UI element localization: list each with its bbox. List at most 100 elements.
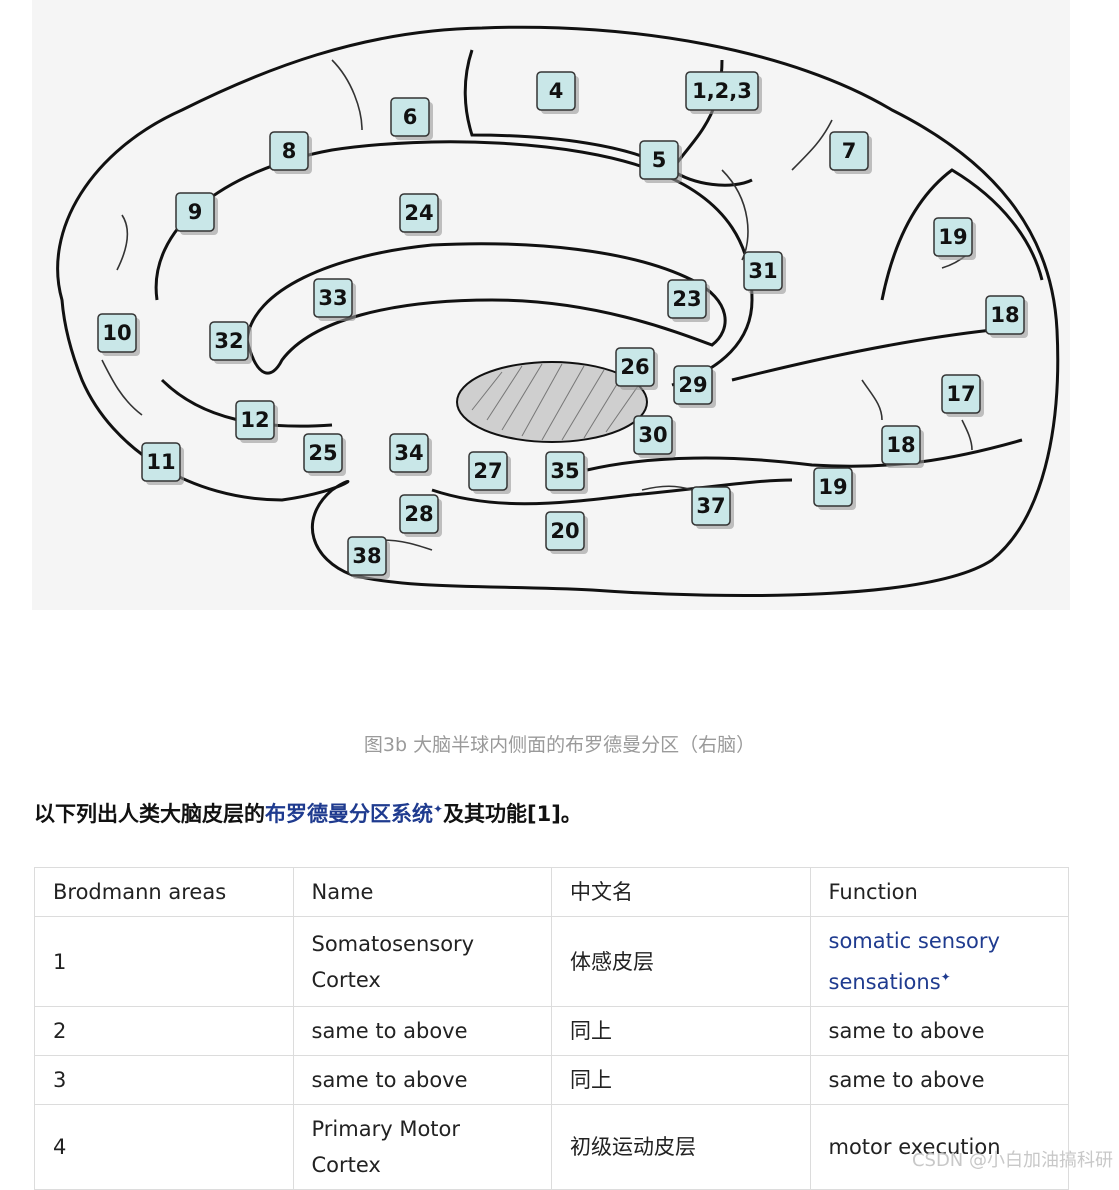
area-label-33: 33 [314,279,356,321]
label-text: 35 [550,459,579,483]
cell-function: same to above [810,1007,1069,1056]
cell-zh: 初级运动皮层 [552,1105,811,1190]
brodmann-table: Brodmann areas Name 中文名 Function 1 Somat… [34,867,1069,1190]
label-text: 19 [938,225,967,249]
label-text: 37 [696,494,725,518]
label-text: 27 [473,459,502,483]
cell-name: Primary Motor Cortex [293,1105,552,1190]
label-text: 10 [102,321,131,345]
label-text: 5 [652,148,667,172]
area-label-31: 31 [744,252,786,294]
intro-before: 以下列出人类大脑皮层的 [34,802,265,826]
area-label-35: 35 [546,452,588,494]
header-name: Name [293,868,552,917]
area-label-17: 17 [942,375,984,417]
cell-function: somatic sensory sensations✦ [810,917,1069,1007]
label-text: 29 [678,373,707,397]
area-label-32: 32 [210,322,252,364]
brodmann-system-link[interactable]: 布罗德曼分区系统✦ [265,802,443,826]
cell-function: same to above [810,1056,1069,1105]
table-header-row: Brodmann areas Name 中文名 Function [35,868,1069,917]
area-label-27: 27 [469,452,511,494]
sulcus-lines [465,50,752,185]
label-text: 17 [946,382,975,406]
label-text: 30 [638,423,667,447]
label-text: 4 [549,79,564,103]
cell-area: 4 [35,1105,294,1190]
area-label-4: 4 [537,72,579,114]
function-link-text: somatic sensory sensations [829,929,1000,994]
sparkle-icon: ✦ [941,970,951,984]
label-text: 25 [308,441,337,465]
label-text: 24 [404,201,433,225]
table-row: 3 same to above 同上 same to above [35,1056,1069,1105]
area-label-20: 20 [546,512,588,554]
label-text: 6 [403,105,418,129]
cell-name: Somatosensory Cortex [293,917,552,1007]
label-text: 18 [990,303,1019,327]
area-label-38: 38 [348,537,390,579]
area-label-5: 5 [640,141,682,183]
label-text: 20 [550,519,579,543]
label-text: 34 [394,441,423,465]
area-label-25: 25 [304,434,346,476]
area-label-34: 34 [390,434,432,476]
area-label-29: 29 [674,366,716,408]
area-label-30: 30 [634,416,676,458]
table-row: 1 Somatosensory Cortex 体感皮层 somatic sens… [35,917,1069,1007]
area-label-26: 26 [616,348,658,390]
label-text: 1,2,3 [692,79,752,103]
label-text: 26 [620,355,649,379]
area-label-19: 19 [814,468,856,510]
cell-area: 3 [35,1056,294,1105]
label-text: 9 [188,200,203,224]
label-text: 12 [240,408,269,432]
header-zh: 中文名 [552,868,811,917]
area-label-10: 10 [98,314,140,356]
cell-zh: 体感皮层 [552,917,811,1007]
table-row: 2 same to above 同上 same to above [35,1007,1069,1056]
cell-zh: 同上 [552,1056,811,1105]
label-text: 38 [352,544,381,568]
label-text: 8 [282,139,297,163]
label-text: 32 [214,329,243,353]
header-function: Function [810,868,1069,917]
cell-zh: 同上 [552,1007,811,1056]
intro-after: 及其功能[1]。 [443,802,582,826]
brodmann-figure: 1,2,3 4 5 6 7 8 9 10 11 12 17 18 18 19 19 20 23 24 25 26 27 2… [32,0,1070,610]
cell-area: 2 [35,1007,294,1056]
area-label-1-2-3: 1,2,3 [686,72,762,114]
area-label-11: 11 [142,443,184,485]
area-label-19: 19 [934,218,976,260]
brain-medial-diagram: 1,2,3 4 5 6 7 8 9 10 11 12 17 18 18 19 19 20 23 24 25 26 27 2… [32,0,1070,610]
brodmann-system-link-text: 布罗德曼分区系统 [265,802,433,826]
area-label-23: 23 [668,280,710,322]
label-text: 19 [818,475,847,499]
label-text: 7 [842,139,857,163]
figure-caption: 图3b 大脑半球内侧面的布罗德曼分区（右脑） [0,730,1119,757]
label-text: 23 [672,287,701,311]
cell-name: same to above [293,1056,552,1105]
label-text: 28 [404,502,433,526]
area-label-24: 24 [400,194,442,236]
area-label-18: 18 [986,296,1028,338]
area-label-28: 28 [400,495,442,537]
area-label-9: 9 [176,193,218,235]
area-label-18: 18 [882,426,924,468]
label-text: 33 [318,286,347,310]
label-text: 18 [886,433,915,457]
area-label-37: 37 [692,487,734,529]
cell-name: same to above [293,1007,552,1056]
header-area: Brodmann areas [35,868,294,917]
area-label-8: 8 [270,132,312,174]
area-label-6: 6 [391,98,433,140]
cell-area: 1 [35,917,294,1007]
label-text: 31 [748,259,777,283]
label-text: 11 [146,450,175,474]
watermark: CSDN @小白加油搞科研 [912,1146,1113,1172]
intro-paragraph: 以下列出人类大脑皮层的布罗德曼分区系统✦及其功能[1]。 [34,798,582,828]
function-link[interactable]: somatic sensory sensations✦ [829,929,1000,994]
area-label-7: 7 [830,132,872,174]
area-label-12: 12 [236,401,278,443]
sparkle-icon: ✦ [433,802,443,816]
